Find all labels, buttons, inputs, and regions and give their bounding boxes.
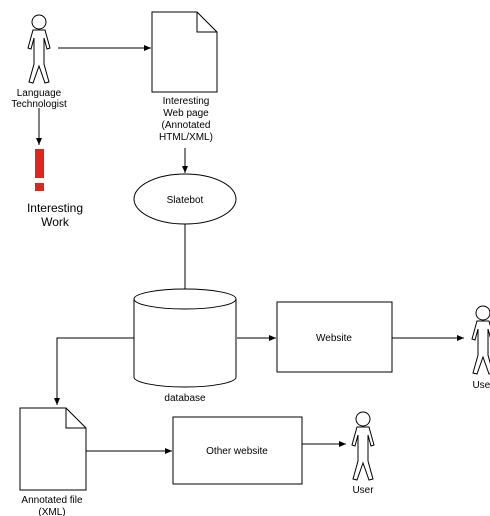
website-label: Website [316, 333, 352, 344]
database-label: database [164, 393, 206, 404]
webpage-document-node: Interesting Web page (Annotated HTML/XML… [151, 11, 218, 143]
user-actor-right: User [471, 305, 490, 391]
slatebot-ellipse [133, 173, 237, 225]
connectors [36, 45, 464, 454]
work-label-line-2: Work [41, 215, 70, 229]
connector-database-to-annotated-file [54, 337, 134, 405]
website-node: Website [276, 301, 393, 373]
document-icon [151, 11, 218, 93]
other-website-node: Other website [172, 416, 303, 485]
interesting-work-node: Interesting Work [27, 149, 83, 229]
webpage-label-line-4: HTML/XML) [159, 132, 213, 143]
stick-figure-icon [471, 305, 490, 375]
work-label-line-1: Interesting [27, 201, 83, 215]
database-cylinder-icon [133, 299, 237, 388]
technologist-label-line-2: Technologist [11, 99, 67, 110]
annotated-file-node: Annotated file (XML) [19, 407, 87, 516]
stick-figure-icon [351, 411, 375, 481]
annotated-file-label-line-1: Annotated file [21, 495, 83, 506]
technologist-label-line-1: Language [17, 88, 62, 99]
document-icon [19, 407, 87, 491]
user-actor-bottom: User [351, 411, 375, 496]
webpage-label-line-1: Interesting [163, 96, 210, 107]
user-right-label: User [472, 380, 490, 391]
stick-figure-icon [27, 14, 51, 84]
website-box [276, 301, 393, 373]
language-technologist-actor: Language Technologist [11, 14, 67, 110]
other-website-label: Other website [206, 446, 268, 457]
slatebot-label: Slatebot [167, 195, 204, 206]
slatebot-node: Slatebot [133, 173, 237, 225]
annotated-file-label-line-2: (XML) [38, 507, 65, 516]
webpage-label-line-2: Web page [163, 108, 209, 119]
exclamation-icon [35, 149, 44, 191]
database-node: database [133, 288, 237, 404]
other-website-box [172, 416, 303, 485]
user-bottom-label: User [352, 485, 374, 496]
webpage-label-line-3: (Annotated [162, 120, 211, 131]
